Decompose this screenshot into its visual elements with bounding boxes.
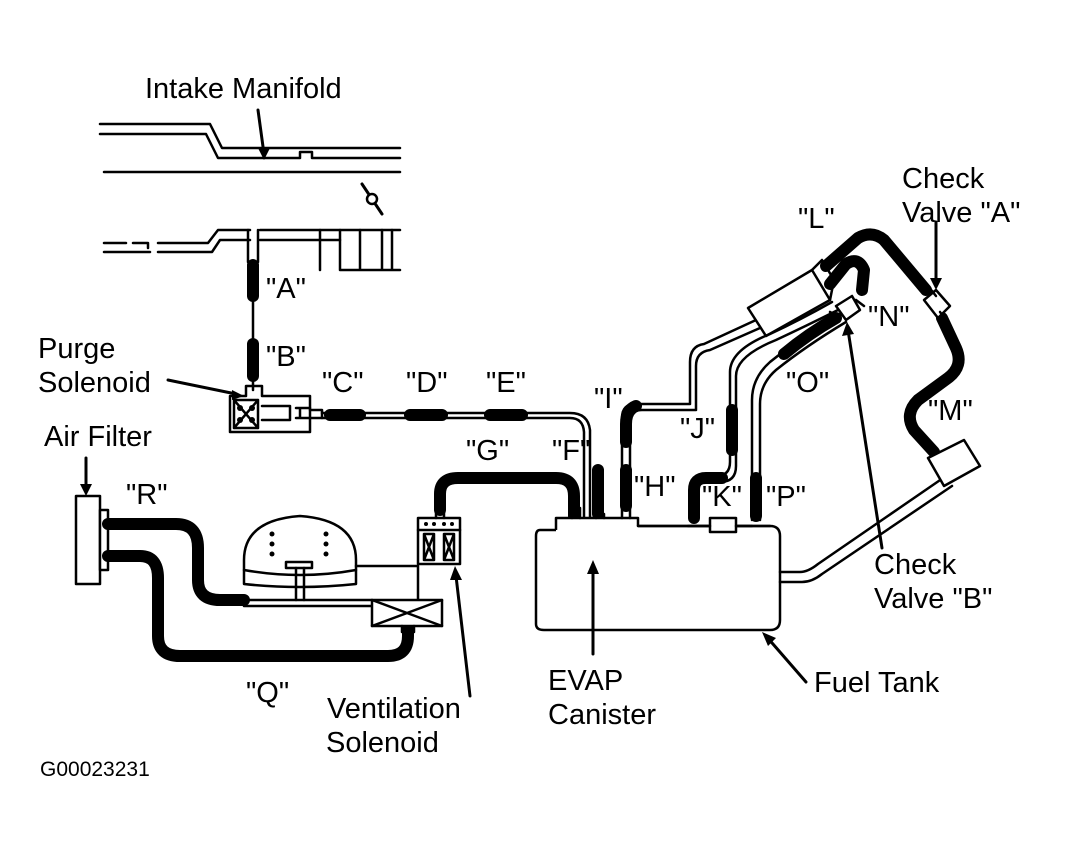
hose-label-m: "M" [928,395,973,427]
hose-segment-k [688,472,728,524]
hose-label-r: "R" [126,479,168,511]
air-filter-label: Air Filter [44,421,152,453]
air-filter [74,494,110,586]
check-valve-a [922,284,952,324]
hose-segment-l-inner [824,255,870,296]
hose-h-i [620,318,762,512]
hose-label-h: "H" [634,471,676,503]
hose-label-j: "J" [680,413,715,445]
hose-segment-o [778,312,842,360]
evap-canister-label-1: EVAP [548,665,623,697]
hose-label-b: "B" [266,341,306,373]
hose-label-f: "F" [552,435,590,467]
hose-segment-i [620,400,642,448]
check-valve-a-label-1: Check [902,163,985,195]
hose-label-a: "A" [266,273,306,305]
hose-j-k [688,300,840,524]
hose-label-e: "E" [486,367,526,399]
hose-label-q: "Q" [246,677,289,709]
hose-label-g: "G" [466,435,509,467]
hose-label-l: "L" [798,203,835,235]
hose-label-i: "I" [594,383,623,415]
purge-solenoid [228,384,324,434]
hose-segment-q [102,550,414,662]
check-valve-a-label-2: Valve "A" [902,197,1020,229]
hose-segment-m [903,312,965,458]
fuel-tank [534,438,982,632]
hose-label-p: "P" [766,481,806,513]
leader-lines [80,108,942,698]
hose-segment-g [434,472,580,522]
intake-manifold-label: Intake Manifold [145,73,342,105]
ventilation-solenoid-label-2: Solenoid [326,727,439,759]
hose-c-d-e-line [320,409,604,532]
purge-solenoid-label-1: Purge [38,333,115,365]
hose-segment-r [102,518,250,606]
hose-segment-l [820,228,932,296]
hose-o-p [750,312,848,522]
check-valve-b-label-2: Valve "B" [874,583,992,615]
check-valve-b-label-1: Check [874,549,957,581]
evap-canister-label-2: Canister [548,699,656,731]
ventilation-solenoid [416,506,462,566]
hose-label-k: "K" [702,481,742,513]
figure-id: G00023231 [40,758,150,781]
hose-label-o: "O" [786,367,829,399]
hose-label-d: "D" [406,367,448,399]
ventilation-solenoid-label-1: Ventilation [327,693,461,725]
hose-label-c: "C" [322,367,364,399]
fuel-tank-label: Fuel Tank [814,667,940,699]
ventilation-filter-housing [242,514,444,634]
hose-label-n: "N" [868,301,910,333]
hose-l-m [820,228,965,458]
hose-r-q [102,518,414,662]
intake-manifold [98,122,402,272]
purge-solenoid-label-2: Solenoid [38,367,151,399]
